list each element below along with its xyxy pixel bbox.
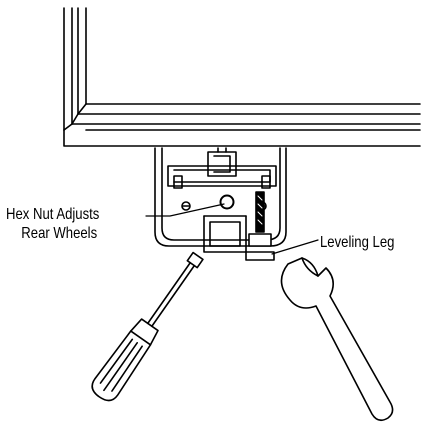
hex-nut-leader — [145, 203, 225, 217]
leveling-leg-callout: Leveling Leg — [320, 234, 395, 251]
hex-nut-label-line2: Rear Wheels — [21, 225, 98, 242]
wrench-icon — [280, 257, 394, 422]
callout-leaders — [145, 203, 319, 255]
leveling-leg-leader — [271, 239, 319, 255]
appliance-cabinet — [63, 7, 421, 147]
leveling-leg — [245, 191, 275, 261]
screwdriver-icon — [91, 251, 204, 402]
wheel-bracket — [154, 147, 287, 253]
hex-nut-label-line1: Hex Nut Adjusts — [6, 206, 100, 223]
hex-nut-callout: Hex Nut Adjusts Rear Wheels — [6, 205, 99, 243]
